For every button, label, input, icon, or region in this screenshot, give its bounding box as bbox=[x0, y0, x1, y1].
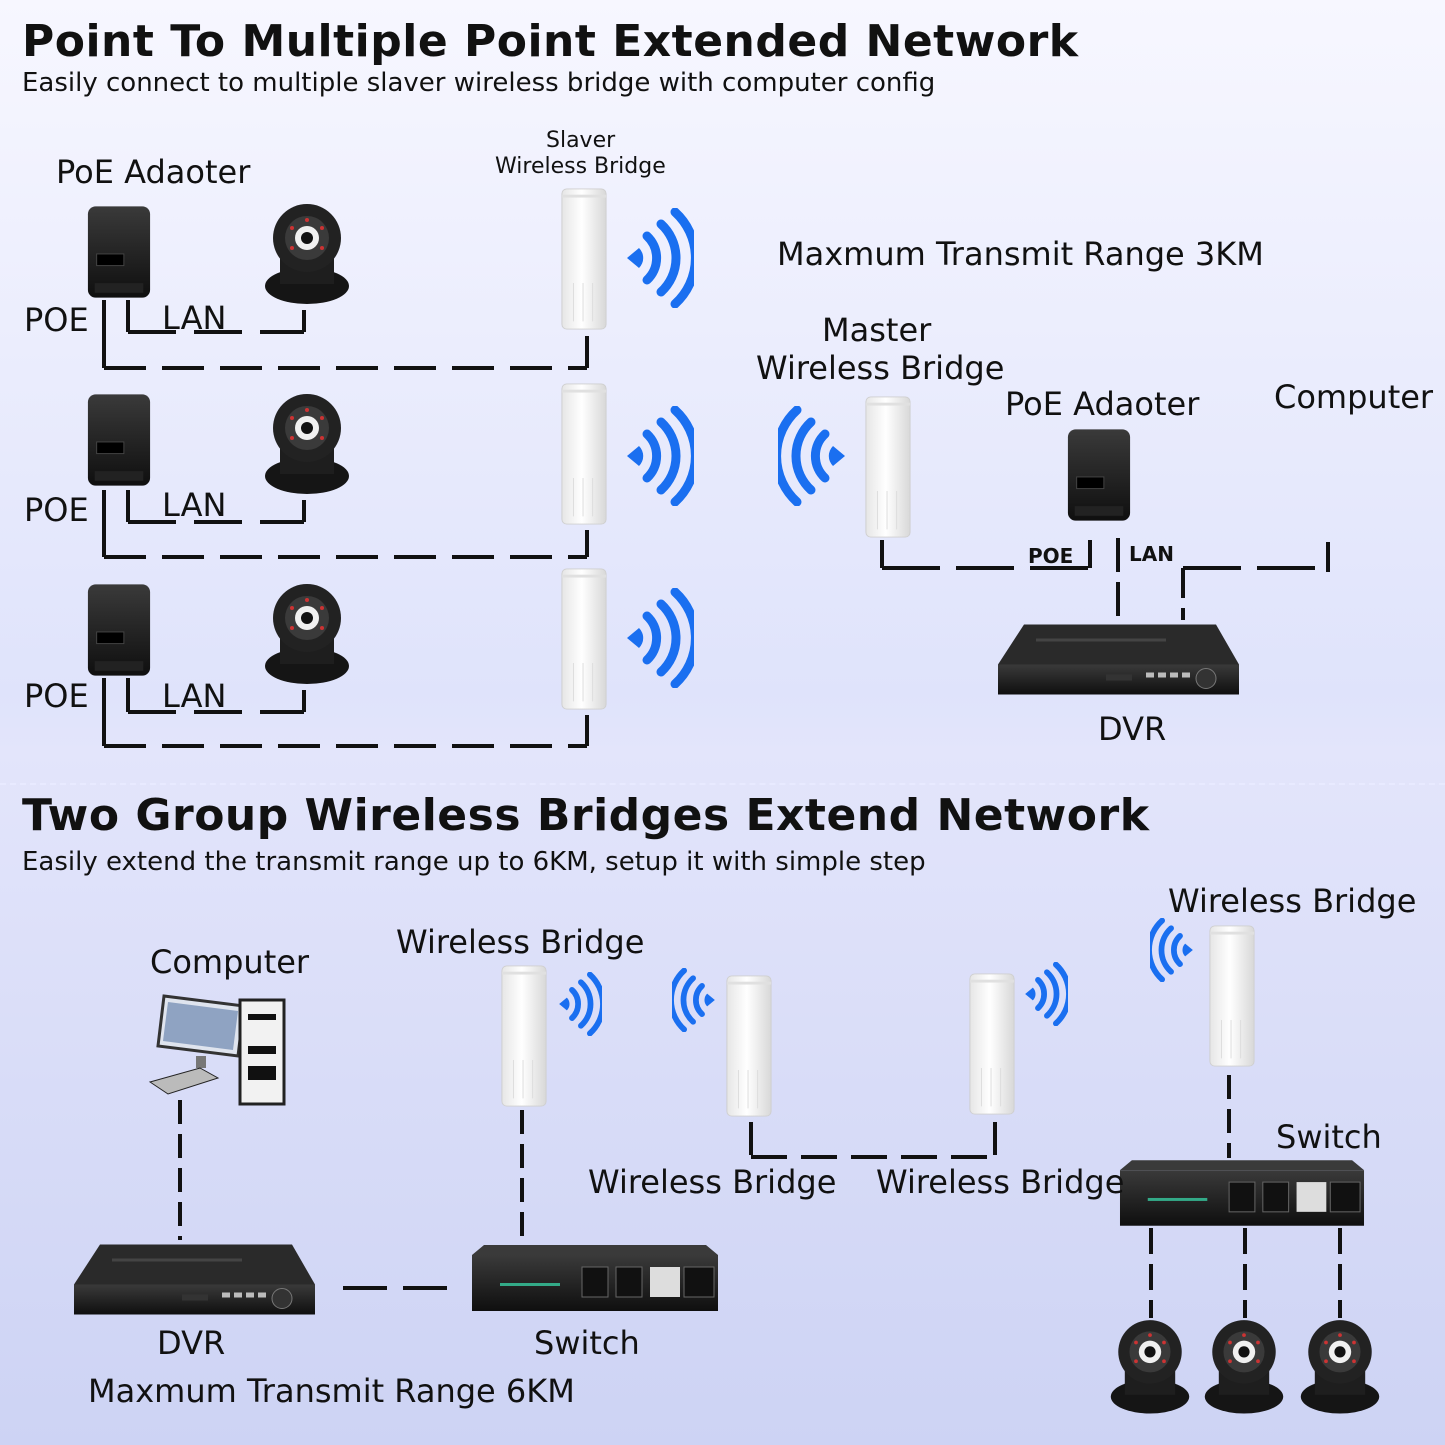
bridge-label-2: Wireless Bridge bbox=[588, 1163, 837, 1201]
row1-poe-label: POE bbox=[24, 301, 89, 339]
wifi-signal-icon bbox=[627, 212, 695, 304]
wireless-bridge-icon bbox=[1209, 925, 1255, 1067]
wifi-signal-icon bbox=[671, 971, 715, 1030]
poe-adapter-label: PoE Adaoter bbox=[56, 153, 251, 191]
computer-label-2: Computer bbox=[150, 943, 310, 981]
poe-adapter-right-label: PoE Adaoter bbox=[1005, 385, 1200, 423]
wireless-bridge-icon bbox=[969, 973, 1015, 1115]
master-bridge-icon bbox=[865, 396, 911, 538]
row3-lines bbox=[102, 678, 589, 748]
bridge-label-3: Wireless Bridge bbox=[876, 1163, 1125, 1201]
switch-right-label: Switch bbox=[1276, 1118, 1382, 1156]
slaver-bridge-icon bbox=[561, 188, 607, 330]
bridge-label-1: Wireless Bridge bbox=[396, 923, 645, 961]
ip-camera-icon bbox=[265, 394, 349, 494]
row2-lines bbox=[102, 490, 589, 559]
wifi-signal-icon bbox=[777, 410, 845, 502]
row2-lan-label: LAN bbox=[162, 486, 227, 524]
ip-camera-icon bbox=[1300, 1320, 1380, 1414]
wifi-signal-icon bbox=[1025, 965, 1069, 1024]
bridge-label-4: Wireless Bridge bbox=[1168, 882, 1417, 920]
ip-camera-icon bbox=[1110, 1320, 1190, 1414]
dvr-label-2: DVR bbox=[157, 1324, 226, 1362]
row1-lines bbox=[102, 300, 589, 370]
poe-adapter-icon bbox=[87, 393, 151, 487]
computer-label: Computer bbox=[1274, 378, 1434, 416]
range-3km-label: Maxmum Transmit Range 3KM bbox=[777, 235, 1264, 273]
wireless-bridge-icon bbox=[501, 965, 547, 1107]
switch-icon bbox=[1119, 1159, 1365, 1227]
wifi-signal-icon bbox=[627, 592, 695, 684]
slaver-bridge-icon bbox=[561, 568, 607, 710]
section1-title: Point To Multiple Point Extended Network bbox=[22, 16, 1079, 67]
row2-poe-label: POE bbox=[24, 491, 89, 529]
section2-lines bbox=[178, 1075, 1342, 1318]
dvr-icon bbox=[997, 623, 1240, 696]
master-lines bbox=[880, 538, 1330, 620]
wifi-signal-icon bbox=[627, 410, 695, 502]
dvr-icon bbox=[73, 1243, 316, 1316]
poe-port-label: POE bbox=[1028, 544, 1074, 568]
slaver-label-line1: Slaver bbox=[546, 128, 616, 153]
ip-camera-icon bbox=[265, 584, 349, 684]
computer-icon bbox=[148, 994, 286, 1106]
wifi-signal-icon bbox=[1149, 921, 1193, 980]
row1-lan-label: LAN bbox=[162, 299, 227, 337]
dvr-label: DVR bbox=[1098, 710, 1167, 748]
wifi-signal-icon bbox=[559, 975, 603, 1034]
slaver-bridge-icon bbox=[561, 383, 607, 525]
ip-camera-icon bbox=[265, 204, 349, 304]
master-label-line1: Master bbox=[822, 311, 932, 349]
poe-adapter-icon bbox=[87, 583, 151, 677]
section1-subtitle: Easily connect to multiple slaver wirele… bbox=[22, 68, 936, 98]
poe-adapter-icon bbox=[87, 205, 151, 299]
ip-camera-icon bbox=[1204, 1320, 1284, 1414]
row3-poe-label: POE bbox=[24, 677, 89, 715]
lan-port-label: LAN bbox=[1129, 542, 1174, 566]
switch-left-label: Switch bbox=[534, 1324, 640, 1362]
master-label-line2: Wireless Bridge bbox=[756, 349, 1005, 387]
poe-adapter-icon bbox=[1067, 428, 1131, 522]
row3-lan-label: LAN bbox=[162, 677, 227, 715]
section2-title: Two Group Wireless Bridges Extend Networ… bbox=[22, 790, 1150, 841]
range-6km-label: Maxmum Transmit Range 6KM bbox=[88, 1372, 575, 1410]
section-divider bbox=[0, 783, 1445, 785]
section2-subtitle: Easily extend the transmit range up to 6… bbox=[22, 847, 926, 877]
slaver-label-line2: Wireless Bridge bbox=[495, 154, 666, 179]
wireless-bridge-icon bbox=[726, 975, 772, 1117]
switch-icon bbox=[471, 1244, 719, 1312]
